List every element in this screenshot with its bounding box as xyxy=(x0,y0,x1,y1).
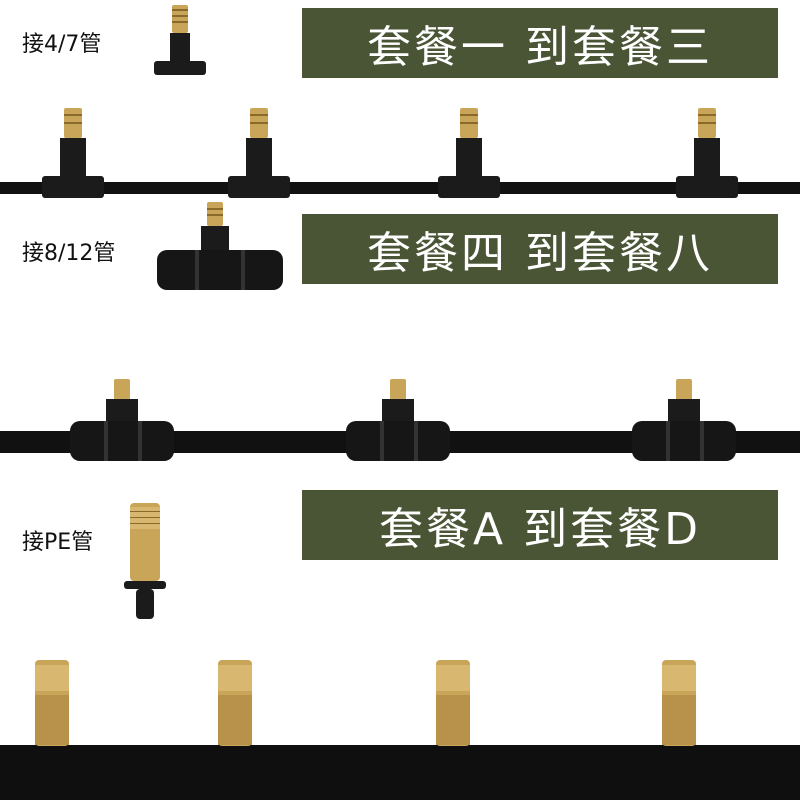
small-tee-nozzle-icon xyxy=(154,5,206,75)
label-4-7-pipe: 接4/7管 xyxy=(22,32,102,57)
brass-nozzle-3 xyxy=(436,660,470,746)
large-tee-nozzle-icon xyxy=(157,202,283,290)
banner-package-1-3: 套餐一 到套餐三 xyxy=(302,8,778,78)
banner-package-4-8: 套餐四 到套餐八 xyxy=(302,214,778,284)
large-tee-3 xyxy=(632,379,736,461)
tee-nozzle-4 xyxy=(676,108,738,198)
brass-nozzle-1 xyxy=(35,660,69,746)
pipe-line-3 xyxy=(0,660,800,800)
brass-nozzle-4 xyxy=(662,660,696,746)
large-tee-1 xyxy=(70,379,174,461)
tee-nozzle-1 xyxy=(42,108,104,198)
label-8-12-pipe: 接8/12管 xyxy=(22,241,116,266)
brass-nozzle-icon xyxy=(124,503,166,619)
banner-package-a-d: 套餐A 到套餐D xyxy=(302,490,778,560)
tee-nozzle-3 xyxy=(438,108,500,198)
brass-nozzle-2 xyxy=(218,660,252,746)
pipe-line-1 xyxy=(0,108,800,198)
label-pe-pipe: 接PE管 xyxy=(22,530,94,555)
tee-nozzle-2 xyxy=(228,108,290,198)
large-tee-2 xyxy=(346,379,450,461)
pipe-line-2 xyxy=(0,379,800,461)
